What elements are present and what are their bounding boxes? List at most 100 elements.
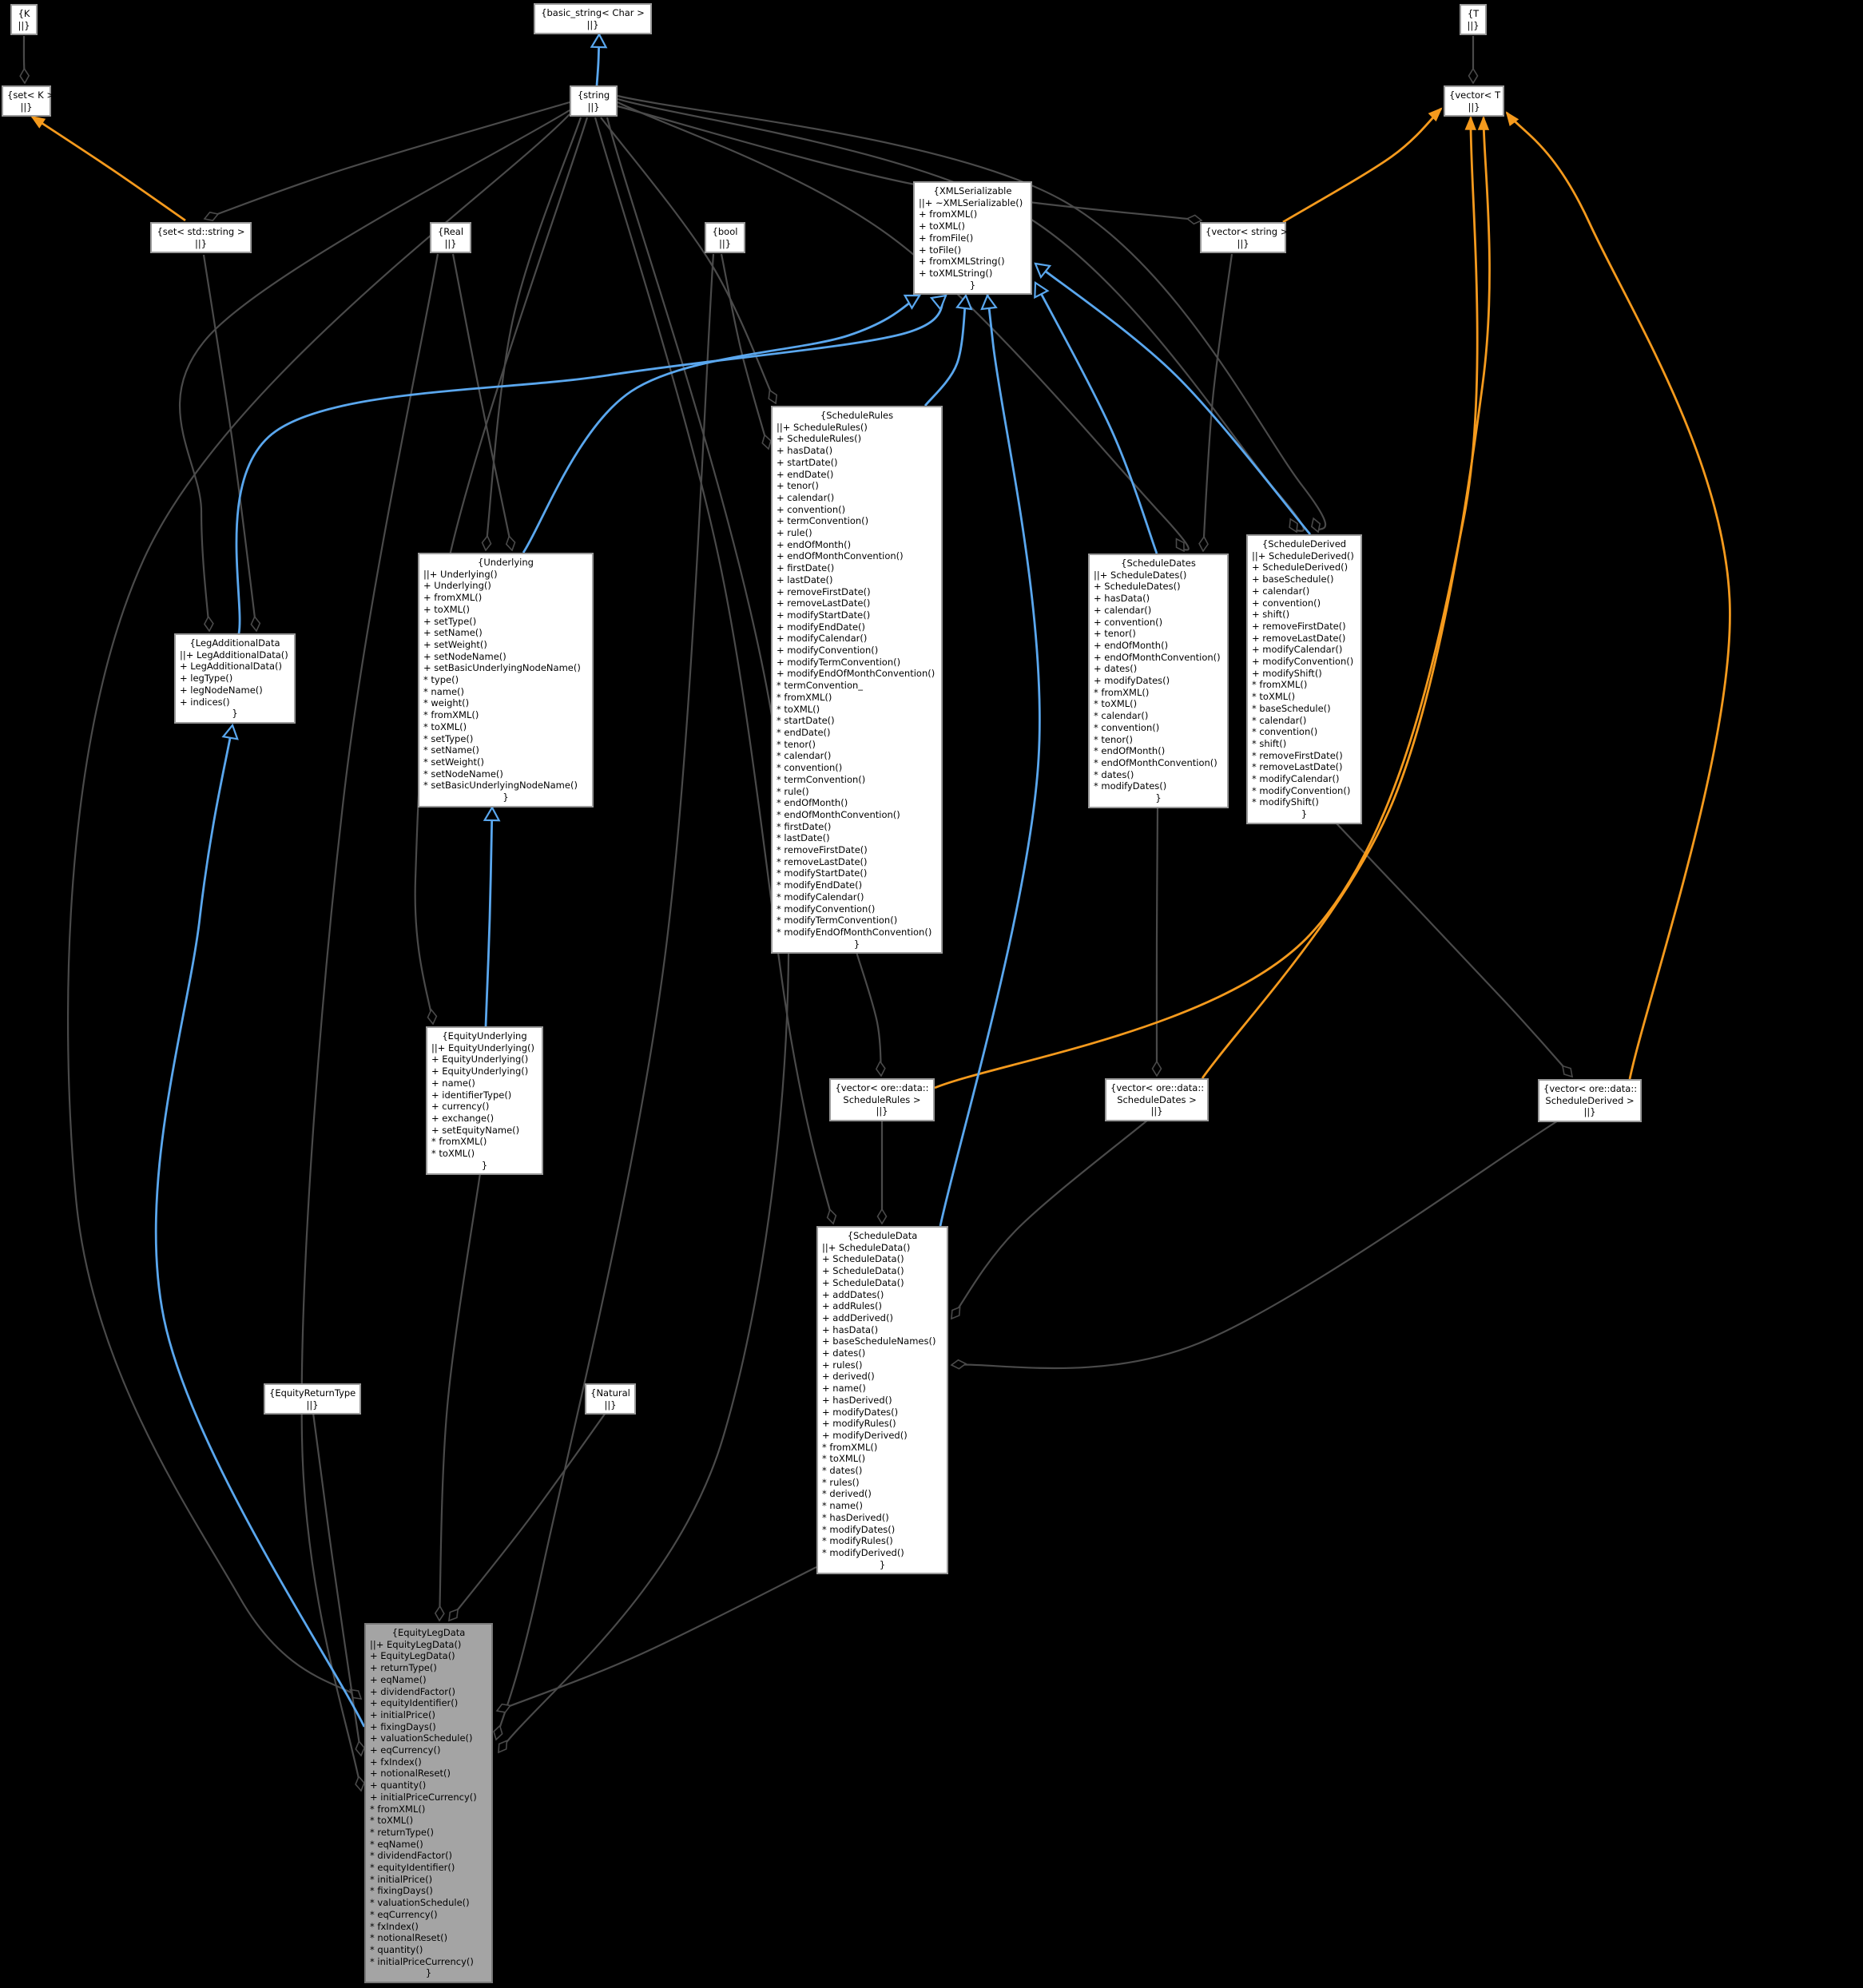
class-node-string[interactable]: {string||} xyxy=(570,85,618,117)
class-node-vectort[interactable]: {vector< T >||} xyxy=(1444,85,1511,117)
class-title: {vector< ore::data:: xyxy=(835,1082,929,1093)
class-member: * returnType() xyxy=(370,1826,434,1838)
class-node-basicstring[interactable]: {basic_string< Char >||} xyxy=(534,3,652,35)
class-member: + firstDate() xyxy=(777,562,835,574)
class-member: + ScheduleData() xyxy=(822,1265,904,1277)
edge-string-equitylegdata xyxy=(498,117,790,1753)
class-member: } xyxy=(502,792,509,804)
class-member: + EquityUnderlying() xyxy=(431,1054,529,1065)
class-member: + quantity() xyxy=(370,1780,427,1792)
class-member: + setWeight() xyxy=(423,638,487,650)
class-member: ||} xyxy=(18,19,30,31)
edge-vectorstring-vectort xyxy=(1282,107,1442,224)
edge-scheduledates-vecscheduledates xyxy=(1155,806,1159,1077)
class-member: } xyxy=(232,708,238,720)
class-node-scheduledata[interactable]: {ScheduleData||+ ScheduleData()+ Schedul… xyxy=(816,1226,948,1575)
class-node-k[interactable]: {K||} xyxy=(10,4,38,36)
class-member: + endOfMonthConvention() xyxy=(777,550,904,562)
class-member: * baseSchedule() xyxy=(1252,702,1331,714)
diamond-marker xyxy=(505,534,516,552)
class-node-legadditionaldata[interactable]: {LegAdditionalData||+ LegAdditionalData(… xyxy=(174,633,296,724)
class-node-vectorstring[interactable]: {vector< string >||} xyxy=(1200,222,1288,254)
class-node-equitylegdata[interactable]: {EquityLegData||+ EquityLegData()+ Equit… xyxy=(364,1623,493,1984)
class-member: * modifyTermConvention() xyxy=(777,915,898,927)
class-node-schedulerules[interactable]: {ScheduleRules||+ ScheduleRules()+ Sched… xyxy=(771,406,943,954)
class-node-xmlserializable[interactable]: {XMLSerializable||+ ~XMLSerializable()+ … xyxy=(913,181,1032,296)
diamond-marker xyxy=(495,1703,512,1713)
class-node-real[interactable]: {Real||} xyxy=(430,222,471,254)
class-node-natural[interactable]: {Natural||} xyxy=(585,1383,636,1415)
class-node-setstdstring[interactable]: {set< std::string >||} xyxy=(150,222,252,254)
class-member: ||+ Underlying() xyxy=(423,568,498,580)
class-node-vecschedulerules[interactable]: {vector< ore::data::ScheduleRules >||} xyxy=(829,1078,935,1122)
class-node-bool[interactable]: {bool||} xyxy=(705,222,745,254)
diamond-marker xyxy=(768,389,778,405)
class-member: ||} xyxy=(444,237,457,249)
class-member: + currency() xyxy=(431,1101,490,1113)
class-member: * endOfMonthConvention() xyxy=(1094,756,1218,768)
class-member: * modifyShift() xyxy=(1252,796,1319,808)
class-node-vecschedulederived[interactable]: {vector< ore::data::ScheduleDerived >||} xyxy=(1538,1079,1642,1123)
class-member: * toXML() xyxy=(1252,691,1296,703)
class-member: * fromXML() xyxy=(777,691,832,703)
triangle-marker xyxy=(590,32,608,49)
class-member: + equityIdentifier() xyxy=(370,1697,459,1709)
class-member: + removeLastDate() xyxy=(777,597,871,609)
class-node-setk[interactable]: {set< K >||} xyxy=(2,85,54,117)
class-member: + addDerived() xyxy=(822,1311,893,1323)
class-member: + tenor() xyxy=(1094,628,1136,640)
class-member: * eqName() xyxy=(370,1838,423,1850)
class-member: + dates() xyxy=(822,1347,866,1359)
class-member: ||+ EquityUnderlying() xyxy=(431,1042,534,1054)
class-member: ||+ ScheduleRules() xyxy=(777,421,868,433)
class-member: * firstDate() xyxy=(777,820,832,832)
class-member: + modifyCalendar() xyxy=(777,633,868,645)
class-member: * setName() xyxy=(423,744,479,756)
class-member: * weight() xyxy=(423,697,470,709)
class-member: + modifyStartDate() xyxy=(777,609,871,621)
class-member: * modifyStartDate() xyxy=(777,867,868,879)
class-member: * toXML() xyxy=(423,720,467,732)
class-member: + hasDerived() xyxy=(822,1394,892,1406)
class-node-equityunderlying[interactable]: {EquityUnderlying||+ EquityUnderlying()+… xyxy=(426,1026,543,1176)
class-title: {set< std::string > xyxy=(157,226,245,237)
class-member: + termConvention() xyxy=(777,515,869,527)
diamond-marker xyxy=(250,615,261,633)
class-member: + modifyConvention() xyxy=(1252,656,1354,668)
triangle-marker xyxy=(1034,281,1050,300)
class-member: } xyxy=(1155,792,1162,804)
class-member: ||+ ScheduleData() xyxy=(822,1241,911,1253)
class-member: + toFile() xyxy=(919,244,962,256)
class-node-schedulederived[interactable]: {ScheduleDerived||+ ScheduleDerived()+ S… xyxy=(1246,534,1362,824)
class-member: ||} xyxy=(604,1399,617,1411)
class-member: + baseSchedule() xyxy=(1252,573,1334,585)
triangle-marker xyxy=(955,293,973,311)
class-title: {ScheduleDates xyxy=(1121,558,1196,569)
diamond-marker xyxy=(1561,1065,1574,1078)
class-member: ||} xyxy=(1467,19,1480,31)
class-node-t[interactable]: {T||} xyxy=(1460,4,1487,36)
class-member: + fromXML() xyxy=(919,208,978,220)
triangle-marker xyxy=(929,294,947,311)
arrow-marker xyxy=(1464,115,1476,130)
class-node-scheduledates[interactable]: {ScheduleDates||+ ScheduleDates()+ Sched… xyxy=(1088,554,1229,808)
class-member: + hasData() xyxy=(822,1323,879,1335)
class-member: + modifyTermConvention() xyxy=(777,656,901,668)
triangle-marker xyxy=(221,723,239,740)
edge-vecscheduledates-vectort xyxy=(1201,117,1491,1079)
class-node-underlying[interactable]: {Underlying||+ Underlying()+ Underlying(… xyxy=(418,553,594,808)
class-member: ||} xyxy=(586,18,599,30)
class-title: {EquityLegData xyxy=(391,1627,466,1638)
class-member: + rule() xyxy=(777,527,812,539)
class-member: ScheduleRules > xyxy=(843,1093,921,1105)
class-member: + endOfMonthConvention() xyxy=(1094,651,1221,663)
class-node-vecscheduledates[interactable]: {vector< ore::data::ScheduleDates >||} xyxy=(1105,1078,1209,1122)
class-title: {ScheduleRules xyxy=(820,410,894,421)
class-node-equityreturntype[interactable]: {EquityReturnType||} xyxy=(264,1383,361,1415)
class-member: + EquityUnderlying() xyxy=(431,1065,529,1077)
diamond-marker xyxy=(448,1608,459,1622)
diamond-marker xyxy=(1151,1060,1162,1077)
class-member: + notionalReset() xyxy=(370,1768,451,1780)
class-member: ||} xyxy=(1237,237,1249,249)
